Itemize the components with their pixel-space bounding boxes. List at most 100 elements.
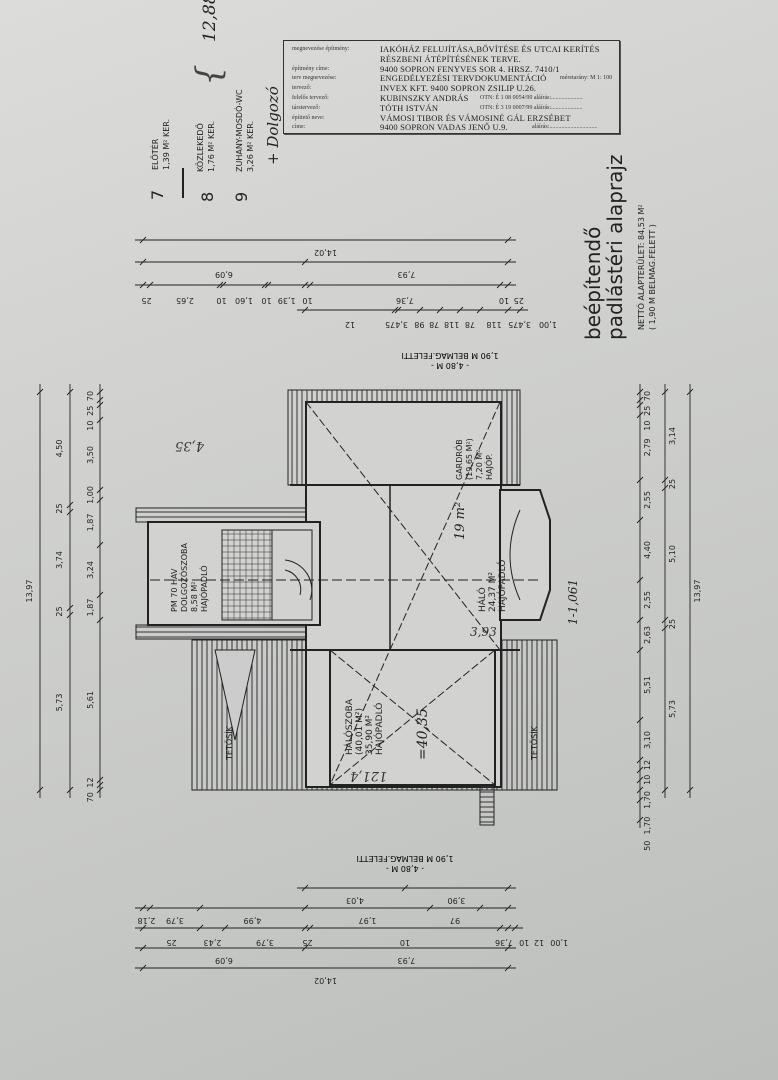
dimension-label: 1,00 <box>550 938 568 947</box>
dimension-label: 5,73 <box>668 700 677 718</box>
dimension-line <box>96 781 104 789</box>
dimension-line <box>66 508 74 516</box>
dimension-line <box>686 388 694 396</box>
legend-number: 9 <box>232 191 251 202</box>
dimension-label: 4,99 <box>244 916 262 925</box>
dimension-line <box>426 904 434 912</box>
dimension-label: 25 <box>302 938 312 947</box>
title-block-row: megnevezése építmény: IAKÓHÁZ FELUJÍTÁSA… <box>288 44 615 55</box>
dimension-line <box>216 281 224 289</box>
dimension-label: 1,60 <box>235 296 253 305</box>
dimension-label: 25 <box>141 296 151 305</box>
handwritten-note: =40,35 <box>415 708 431 760</box>
dimension-line <box>139 258 147 266</box>
room-label: TETŐSÍK <box>530 726 539 760</box>
dimension-label: 10 <box>216 296 226 305</box>
title-block-row: építtető neve: VÁMOSI TIBOR ÉS VÁMOSINÉ … <box>288 113 615 124</box>
dimension-label: 2,55 <box>643 591 652 609</box>
dimension-line <box>261 281 269 289</box>
dimension-line <box>301 884 309 892</box>
dimension-line <box>504 964 512 972</box>
dimension-label: 3,79 <box>166 916 184 925</box>
handwritten-note: + Dolgozó <box>264 86 282 165</box>
room-label: TETŐSÍK <box>225 726 234 760</box>
dimension-line <box>96 591 104 599</box>
dimension-line <box>401 884 409 892</box>
dimension-line <box>636 776 644 784</box>
dimension-line <box>636 388 644 396</box>
dimension-label: 70 <box>643 391 652 401</box>
dimension-label: 1,70 <box>643 817 652 835</box>
dimension-label: 7,93 <box>398 956 416 965</box>
stair-well <box>271 529 313 621</box>
dimension-label: 1,00 <box>539 320 557 329</box>
dimension-line <box>306 924 314 932</box>
title-block-value: INVEX KFT. 9400 SOPRON ZSILIP U.26. <box>380 83 537 94</box>
dimension-label: 3,475 <box>385 320 408 329</box>
dimension-label: 12 <box>345 320 355 329</box>
title-block-row: terv megnevezése: ENGEDÉLYEZÉSI TERVDOKU… <box>288 73 615 84</box>
dimension-line <box>139 236 147 244</box>
dimension-label: 10 <box>302 296 312 305</box>
dimension-line <box>504 281 512 289</box>
dimension-line <box>96 401 104 409</box>
dimension-label: 70 <box>86 792 95 802</box>
dimension-line <box>636 576 644 584</box>
dimension-line <box>504 884 512 892</box>
brace-mark: { <box>188 64 229 86</box>
dimension-line <box>661 388 669 396</box>
dimension-label: 4,03 <box>346 896 364 905</box>
dimension-label: 7,36 <box>495 938 513 947</box>
title-block-label: terv megnevezése: <box>292 75 337 82</box>
bay-window <box>499 489 551 621</box>
dimension-line <box>504 924 512 932</box>
dimension-label: 7,93 <box>398 270 416 279</box>
dimension-label: 2,55 <box>643 491 652 509</box>
dimension-label: 13,97 <box>25 580 34 603</box>
net-area-note: ( 1,90 M BELMAG.FELETT ) <box>648 224 657 330</box>
title-block-value: 9400 SOPRON VADAS JENŐ U.9. <box>380 122 508 133</box>
dimension-label: 10 <box>499 296 509 305</box>
dimension-line <box>96 388 104 396</box>
dimension-label: 12 <box>643 760 652 770</box>
dimension-line <box>504 306 512 314</box>
dimension-line <box>146 904 154 912</box>
dimension-line <box>391 306 399 314</box>
title-block-label: építtető neve: <box>292 114 325 121</box>
title-block: megnevezése építmény: IAKÓHÁZ FELUJÍTÁSA… <box>283 40 620 134</box>
dimension-label: 2,18 <box>138 916 156 925</box>
dimension-label: 50 <box>643 841 652 851</box>
dimension-label: 6,09 <box>215 270 233 279</box>
dimension-label: 2,79 <box>643 439 652 457</box>
dimension-line <box>661 484 669 492</box>
title-block-extra: méretarány: M 1: 100 <box>560 75 613 82</box>
dimension-line <box>636 516 644 524</box>
dimension-label: 3,14 <box>668 427 677 445</box>
title-block-row: tervező: INVEX KFT. 9400 SOPRON ZSILIP U… <box>288 83 615 94</box>
dimension-label: 4,50 <box>55 440 64 458</box>
dimension-label: 3,74 <box>55 551 64 569</box>
dimension-line <box>301 924 309 932</box>
dimension-label: 5,51 <box>643 676 652 694</box>
dimension-line <box>139 904 147 912</box>
dimension-label: 70 <box>86 391 95 401</box>
dimension-line <box>636 766 644 774</box>
dimension-label: 10 <box>86 421 95 431</box>
handwritten-sum: 12,88 <box>200 0 220 42</box>
dimension-line <box>636 616 644 624</box>
dimension-label: 4,40 <box>643 541 652 559</box>
dimension-line <box>96 616 104 624</box>
net-area-value: NETTÓ ALAPTERÜLET: 84,53 M² <box>637 204 646 330</box>
dimension-label: 3,24 <box>86 561 95 579</box>
legend-number: 8 <box>198 191 217 202</box>
dimension-label: 3,10 <box>643 731 652 749</box>
height-band-bottom: - 4,80 M -1,90 M BELMAG.FELETTI <box>356 854 454 873</box>
dimension-line <box>66 388 74 396</box>
dimension-line <box>96 786 104 794</box>
dimension-line <box>476 306 484 314</box>
dimension-line <box>636 816 644 824</box>
